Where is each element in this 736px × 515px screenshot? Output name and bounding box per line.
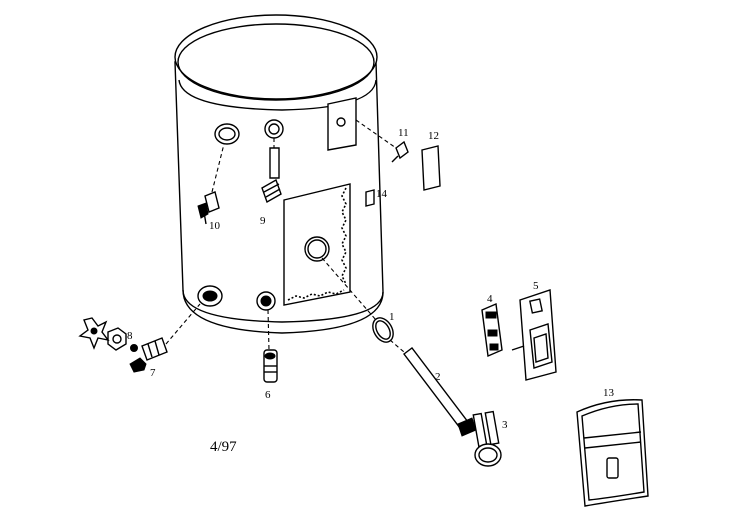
star-knob-icon xyxy=(78,317,110,350)
part-6-lower-nipple xyxy=(263,309,278,383)
part-label-4: 4 xyxy=(487,293,493,305)
part-4-thermostat xyxy=(481,302,503,358)
part-label-1: 1 xyxy=(389,311,395,323)
part-label-7: 7 xyxy=(150,367,156,379)
part-7-drain-valve xyxy=(129,303,201,373)
part-12-label-plate xyxy=(421,145,441,191)
part-13-access-cover xyxy=(576,399,649,507)
part-label-3: 3 xyxy=(502,419,508,431)
part-label-2: 2 xyxy=(435,371,441,383)
part-label-14: 14 xyxy=(376,188,388,200)
part-9-nipple xyxy=(261,138,282,204)
drain-port xyxy=(197,285,223,307)
part-1-gasket xyxy=(321,257,394,343)
part-label-10: 10 xyxy=(209,220,221,232)
upper-access-panel xyxy=(327,97,357,151)
part-10-relief-valve xyxy=(197,143,225,225)
upper-right-port xyxy=(264,119,284,139)
part-3-element-head xyxy=(457,410,502,467)
part-label-8: 8 xyxy=(127,330,133,342)
part-5-bracket xyxy=(511,289,557,381)
part-label-5: 5 xyxy=(533,280,539,292)
lower-right-port xyxy=(256,291,276,311)
part-label-12: 12 xyxy=(428,130,439,142)
part-11-clip xyxy=(355,119,409,163)
part-label-11: 11 xyxy=(398,127,409,139)
part-labels: 1 2 3 4 5 6 7 8 9 10 11 12 13 14 xyxy=(127,127,615,431)
part-8-nut xyxy=(107,327,138,352)
part-14-plate xyxy=(365,189,375,207)
part-label-9: 9 xyxy=(260,215,266,227)
lower-access-opening xyxy=(283,183,351,306)
part-2-heating-element xyxy=(389,339,469,429)
part-label-13: 13 xyxy=(603,387,615,399)
part-label-6: 6 xyxy=(265,389,271,401)
upper-left-port xyxy=(214,123,240,145)
date-code: 4/97 xyxy=(210,439,237,455)
